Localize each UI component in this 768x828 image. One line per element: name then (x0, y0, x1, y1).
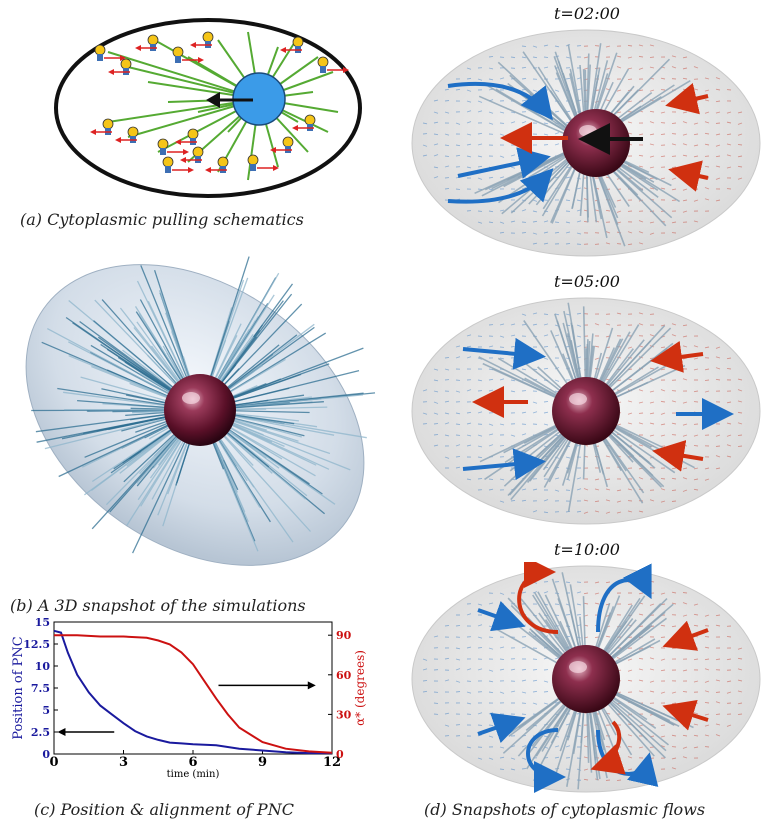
x-tick-label: 6 (188, 755, 197, 770)
y-left-tick-label: 2.5 (31, 726, 50, 739)
x-tick-label: 0 (49, 755, 58, 770)
x-axis-label: time (min) (167, 769, 220, 780)
motor-protein-icon (162, 156, 194, 173)
y-right-tick-label: 30 (336, 708, 352, 721)
y-right-axis-label: α* (degrees) (353, 650, 367, 726)
y-left-tick-label: 10 (35, 660, 51, 673)
motor-protein-icon (292, 114, 316, 131)
motor-protein-icon (190, 31, 214, 48)
snapshot-time-1: t=02:00 (554, 4, 620, 23)
position-alignment-chart: 0 3 6 9 12 time (min) 0 2.5 5 7.5 10 12.5 15Position… (11, 618, 367, 780)
motor-protein-icon (135, 34, 159, 51)
series-position-line (53, 629, 332, 755)
motor-protein-icon (90, 118, 114, 135)
flow-snapshot-3 (411, 562, 761, 793)
nucleus (562, 109, 630, 177)
motor-protein-icon (108, 58, 132, 75)
motor-protein-icon (94, 44, 126, 61)
schematic-figure (54, 18, 362, 198)
y-left-tick-label: 12.5 (23, 638, 50, 651)
y-left-tick-label: 7.5 (31, 682, 50, 695)
flow-snapshot-1 (411, 29, 761, 257)
plot-area (53, 621, 333, 755)
motor-protein-icon (317, 56, 349, 73)
motor-protein-icon (205, 156, 229, 173)
y-left-tick-label: 15 (35, 618, 50, 629)
x-tick-label: 3 (119, 755, 128, 770)
x-tick-label: 12 (323, 755, 341, 770)
nucleus (552, 645, 620, 713)
caption-c: (c) Position & alignment of PNC (34, 800, 294, 819)
nucleus (552, 377, 620, 445)
motor-protein-icon (175, 128, 199, 145)
flow-snapshot-2 (411, 297, 761, 525)
motor-protein-icon (280, 36, 304, 53)
y-right-tick-label: 60 (336, 669, 352, 682)
motor-protein-icon (115, 126, 139, 143)
y-left-axis-label: Position of PNC (11, 636, 26, 739)
caption-d: (d) Snapshots of cytoplasmic flows (424, 800, 706, 819)
motor-protein-icon (157, 138, 189, 155)
snapshot-time-3: t=10:00 (554, 540, 620, 559)
motor-protein-icon (247, 154, 279, 171)
caption-b: (b) A 3D snapshot of the simulations (10, 596, 306, 615)
caption-a: (a) Cytoplasmic pulling schematics (20, 210, 304, 229)
motor-protein-icon (180, 146, 204, 163)
y-right-tick-label: 90 (336, 629, 352, 642)
snapshot-time-2: t=05:00 (554, 272, 620, 291)
motor-protein-icon (270, 136, 294, 153)
series-alignment-line (54, 634, 333, 754)
simulation-3d-snapshot (25, 256, 376, 566)
y-right-tick-label: 0 (336, 748, 344, 761)
y-left-tick-label: 0 (42, 748, 50, 761)
y-left-tick-label: 5 (42, 704, 50, 717)
x-tick-label: 9 (258, 755, 267, 770)
motor-protein-icon (172, 46, 204, 63)
nucleus-3d (164, 374, 236, 446)
